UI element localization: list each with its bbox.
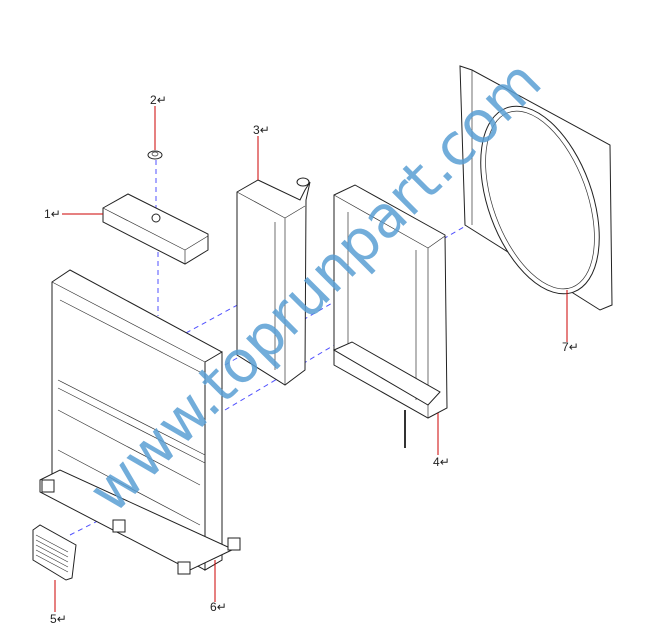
part-7-fan-shroud: [459, 65, 613, 311]
part-2-cap: [147, 150, 163, 160]
callout-4: 4↵: [433, 455, 450, 469]
callout-2: 2↵: [150, 93, 167, 107]
part-1-expansion-tank: [102, 193, 209, 265]
callout-5: 5↵: [50, 612, 67, 626]
callout-1: 1↵: [44, 207, 61, 221]
callout-7: 7↵: [562, 340, 579, 354]
part-4-radiator: [332, 184, 448, 448]
part-6-frame: [39, 269, 241, 575]
callout-3: 3↵: [253, 123, 270, 137]
part-3-intercooler: [236, 177, 311, 386]
part-5-oil-cooler: [32, 524, 77, 581]
leader-lines: [54, 106, 568, 612]
callout-6: 6↵: [210, 600, 227, 614]
